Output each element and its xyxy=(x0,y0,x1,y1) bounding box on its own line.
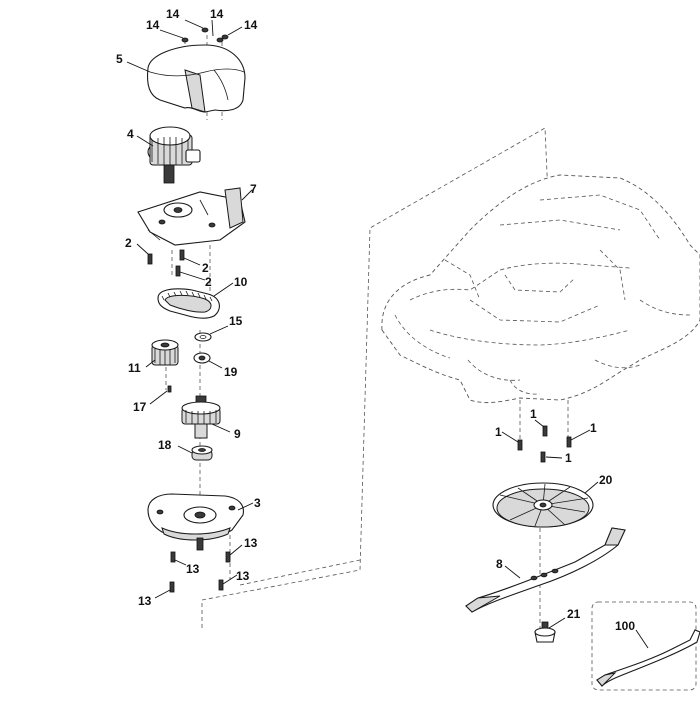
blade-8 xyxy=(465,527,626,613)
gear-housing-3 xyxy=(147,493,254,551)
callout-1: 1 xyxy=(565,451,572,465)
callout-2: 2 xyxy=(205,275,212,289)
screw-icon xyxy=(147,249,185,277)
bearing-19 xyxy=(193,352,223,369)
pulley-11 xyxy=(145,339,179,368)
inset-box-100 xyxy=(591,601,700,691)
callout-2: 2 xyxy=(202,261,209,275)
callout-labels: 14 14 14 14 5 4 7 2 2 2 10 15 11 19 17 9… xyxy=(116,7,635,633)
screw-icon xyxy=(169,551,231,593)
callout-1: 1 xyxy=(530,407,537,421)
callout-11: 11 xyxy=(128,361,141,375)
callout-9: 9 xyxy=(234,427,241,441)
fan-impeller-20 xyxy=(492,481,599,528)
mower-deck xyxy=(381,174,700,404)
pin-17 xyxy=(149,385,172,405)
callout-18: 18 xyxy=(158,438,172,452)
callout-13: 13 xyxy=(186,562,200,576)
callout-14: 14 xyxy=(210,7,224,21)
callout-2: 2 xyxy=(125,236,132,250)
callout-3: 3 xyxy=(254,496,261,510)
callout-100: 100 xyxy=(615,619,635,633)
callout-13: 13 xyxy=(236,569,250,583)
callout-5: 5 xyxy=(116,52,123,66)
washer-15 xyxy=(194,325,229,342)
callout-14: 14 xyxy=(166,7,180,21)
screw-13-group xyxy=(154,544,243,599)
callout-8: 8 xyxy=(496,557,503,571)
screw-1-group xyxy=(501,419,591,463)
screw-2-group xyxy=(136,243,206,281)
motor-mount-7 xyxy=(137,187,253,246)
callout-14: 14 xyxy=(244,18,258,32)
callout-13: 13 xyxy=(138,594,152,608)
drive-belt-10 xyxy=(157,282,234,319)
screw-icon xyxy=(181,27,229,43)
callout-4: 4 xyxy=(127,127,134,141)
callout-20: 20 xyxy=(599,473,613,487)
motor-4 xyxy=(136,126,201,184)
callout-7: 7 xyxy=(250,182,257,196)
callout-14: 14 xyxy=(146,18,160,32)
bearing-18 xyxy=(177,445,213,461)
callout-15: 15 xyxy=(229,314,243,328)
callout-19: 19 xyxy=(224,365,238,379)
motor-cover-5 xyxy=(126,44,246,113)
screw-14-group xyxy=(159,19,243,43)
callout-1: 1 xyxy=(495,425,502,439)
screw-icon xyxy=(517,425,572,463)
callout-1: 1 xyxy=(590,421,597,435)
callout-21: 21 xyxy=(567,607,581,621)
blade-bolt-21 xyxy=(534,617,566,643)
callout-10: 10 xyxy=(234,275,248,289)
callout-13: 13 xyxy=(244,536,258,550)
callout-17: 17 xyxy=(133,400,147,414)
gear-pulley-9 xyxy=(181,395,231,439)
